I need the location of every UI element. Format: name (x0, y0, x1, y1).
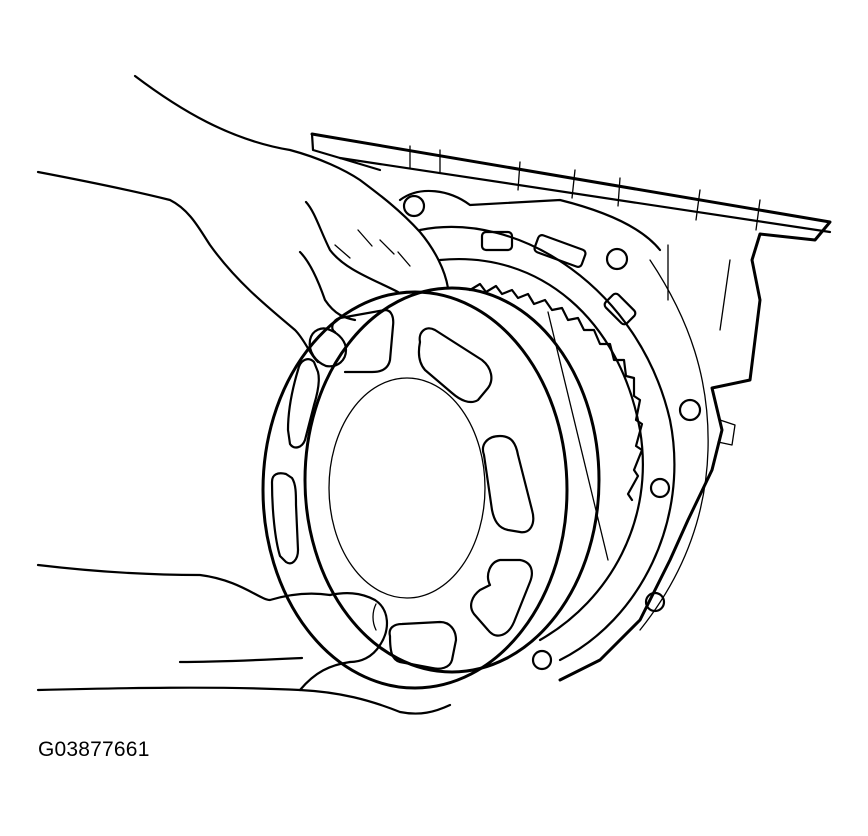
figure-id-label: G03877661 (38, 738, 150, 761)
ring-gear (418, 225, 676, 662)
engine-housing (310, 132, 832, 682)
reluctor-drum (261, 286, 601, 690)
lower-hand (36, 563, 452, 715)
upper-hand (36, 74, 450, 368)
